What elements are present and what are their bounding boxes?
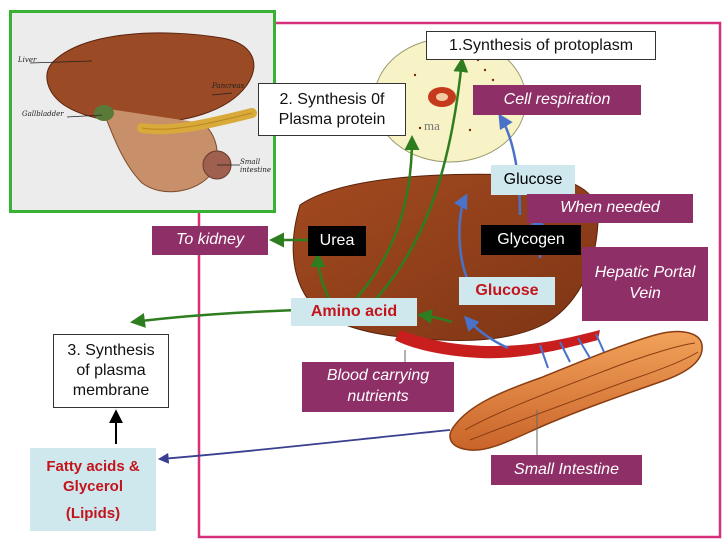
arrow-amino-to-urea [310, 252, 332, 301]
arrow-amino-to-protoplasm [374, 57, 469, 301]
arrow-glucose-to-respiration [498, 113, 522, 216]
label-amino-acid: Amino acid [291, 298, 417, 326]
inset-label-small-intestine: Small intestine [240, 158, 271, 174]
arrow-vein-flow [463, 315, 509, 350]
cell-partial-text: ma [424, 118, 440, 133]
label-when-needed: When needed [527, 194, 693, 223]
main-frame [197, 21, 722, 539]
arrow-amino-to-plasma-protein [354, 135, 420, 301]
label-small-intestine: Small Intestine [491, 455, 642, 485]
label-to-kidney: To kidney [152, 226, 268, 255]
inset-label-liver: Liver [18, 56, 37, 64]
label-glycogen: Glycogen [481, 225, 581, 255]
label-glucose-top: Glucose [491, 165, 575, 195]
cell-illustration [373, 37, 527, 163]
label-cell-respiration: Cell respiration [473, 85, 641, 115]
label-synthesis-plasma-protein: 2. Synthesis 0f Plasma protein [258, 83, 406, 136]
arrow-vein-to-amino [417, 309, 453, 324]
label-synthesis-plasma-membrane: 3. Synthesis of plasma membrane [53, 334, 169, 408]
small-intestine-illustration [449, 330, 703, 451]
inset-anatomy-illustration [29, 32, 257, 193]
hepatic-portal-vein [395, 330, 600, 359]
label-synthesis-protoplasm: 1.Synthesis of protoplasm [426, 31, 656, 60]
label-glucose-mid: Glucose [459, 277, 555, 305]
arrow-amino-to-membrane [130, 308, 301, 328]
fatty-acids-text: Fatty acids & Glycerol [46, 457, 140, 495]
inset-label-pancreas: Pancreas [212, 82, 245, 90]
label-hepatic-portal-vein: Hepatic Portal Vein [582, 247, 708, 321]
lipids-text: (Lipids) [65, 505, 121, 523]
label-fatty-acids-lipids: Fatty acids & Glycerol (Lipids) [30, 448, 156, 531]
arrow-intestine-to-lipids [157, 429, 451, 464]
label-urea: Urea [308, 226, 366, 256]
inset-anatomy-panel: Liver Pancreas Gallbladder Small intesti… [9, 10, 276, 213]
label-blood-carrying-nutrients: Blood carrying nutrients [302, 362, 454, 412]
arrow-glucose-to-glycogen [453, 193, 470, 281]
inset-label-gallbladder: Gallbladder [22, 110, 64, 118]
